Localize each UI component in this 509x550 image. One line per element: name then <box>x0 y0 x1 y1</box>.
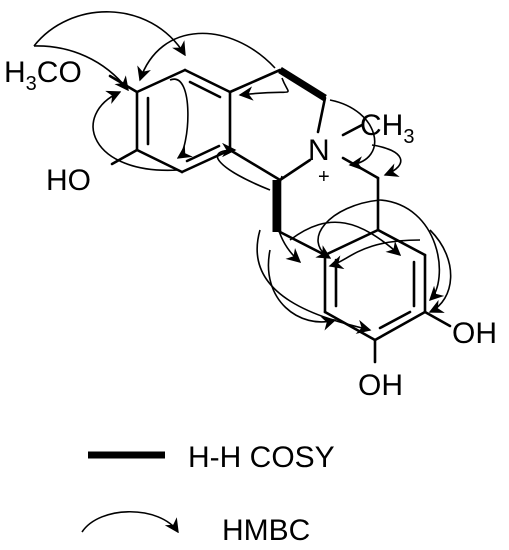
hydroxy-right-label: OH <box>452 317 497 350</box>
cosy-legend-label: H-H COSY <box>188 441 335 474</box>
hydroxy-left-label: HO <box>46 164 91 197</box>
hmbc-legend-label: HMBC <box>222 514 310 547</box>
hmbc-arrows <box>33 11 452 334</box>
ring-d <box>323 228 427 342</box>
nitrogen-label: N <box>308 134 330 167</box>
legend: H-H COSY HMBC <box>81 441 335 547</box>
hmbc-legend-arrow <box>81 510 179 534</box>
methyl-label: CH3 <box>360 109 414 148</box>
ring-a <box>135 68 232 174</box>
methoxy-label: H3CO <box>4 56 82 95</box>
cosy-bond-top <box>278 67 327 101</box>
hydroxy-bottom-label: OH <box>358 369 403 402</box>
charge-label: + <box>318 166 330 188</box>
